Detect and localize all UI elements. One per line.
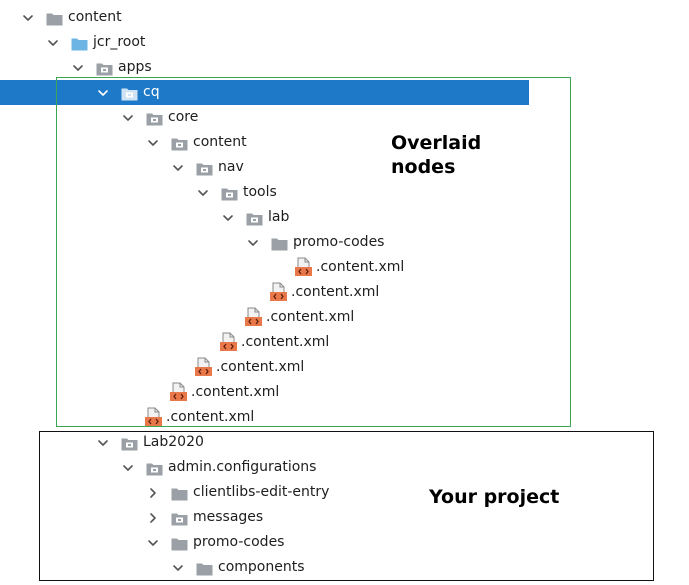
- chevron-down-icon[interactable]: [147, 137, 159, 149]
- tree-row[interactable]: admin.configurations: [0, 455, 689, 480]
- tree-item-label: promo-codes: [193, 534, 285, 550]
- your-project-label: Your project: [429, 486, 560, 508]
- tree-item-label: promo-codes: [293, 234, 385, 250]
- package-folder-icon: [171, 135, 188, 151]
- tree-row[interactable]: apps: [0, 55, 689, 80]
- tree-row[interactable]: jcr_root: [0, 30, 689, 55]
- tree-item-label: tools: [243, 184, 277, 200]
- xml-file-icon: [219, 332, 239, 352]
- chevron-right-icon[interactable]: [147, 512, 159, 524]
- tree-row[interactable]: Lab2020: [0, 430, 689, 455]
- tree-row[interactable]: .content.xml: [0, 405, 689, 430]
- tree-item-label: cq: [143, 84, 160, 100]
- tree-item-label: content: [68, 9, 122, 25]
- tree-row[interactable]: clientlibs-edit-entry: [0, 480, 689, 505]
- package-folder-icon: [221, 185, 238, 201]
- folder-icon: [46, 10, 63, 26]
- chevron-down-icon[interactable]: [47, 37, 59, 49]
- package-folder-icon: [196, 160, 213, 176]
- package-folder-icon: [246, 210, 263, 226]
- tree-row[interactable]: .content.xml: [0, 305, 689, 330]
- tree-row[interactable]: .content.xml: [0, 330, 689, 355]
- chevron-right-icon[interactable]: [147, 487, 159, 499]
- tree-item-label: lab: [268, 209, 290, 225]
- tree-row[interactable]: messages: [0, 505, 689, 530]
- tree-item-label: .content.xml: [291, 284, 380, 300]
- tree-row[interactable]: .content.xml: [0, 380, 689, 405]
- xml-file-icon: [194, 357, 214, 377]
- package-folder-icon: [121, 435, 138, 451]
- tree-item-label: .content.xml: [316, 259, 405, 275]
- tree-item-label: core: [168, 109, 199, 125]
- tree-item-label: admin.configurations: [168, 459, 317, 475]
- xml-file-icon: [144, 407, 164, 427]
- chevron-down-icon[interactable]: [197, 187, 209, 199]
- overlaid-nodes-label: Overlaid nodes: [391, 132, 482, 178]
- tree-row[interactable]: content: [0, 130, 689, 155]
- chevron-down-icon[interactable]: [147, 537, 159, 549]
- tree-item-label: content: [193, 134, 247, 150]
- chevron-down-icon[interactable]: [122, 462, 134, 474]
- tree-row[interactable]: promo-codes: [0, 230, 689, 255]
- xml-file-icon: [244, 307, 264, 327]
- chevron-down-icon[interactable]: [247, 237, 259, 249]
- package-folder-icon: [96, 60, 113, 76]
- folder-icon: [171, 535, 188, 551]
- package-folder-icon: [146, 110, 163, 126]
- chevron-down-icon[interactable]: [72, 62, 84, 74]
- tree-item-label: .content.xml: [266, 309, 355, 325]
- chevron-down-icon[interactable]: [172, 162, 184, 174]
- chevron-down-icon[interactable]: [122, 112, 134, 124]
- tree-item-label: nav: [218, 159, 244, 175]
- tree-row[interactable]: promo-codes: [0, 530, 689, 555]
- chevron-down-icon[interactable]: [222, 212, 234, 224]
- tree-item-label: jcr_root: [93, 34, 146, 50]
- folder-icon: [271, 235, 288, 251]
- package-folder-icon: [146, 460, 163, 476]
- tree-item-label: .content.xml: [166, 409, 255, 425]
- tree-item-label: .content.xml: [216, 359, 305, 375]
- xml-file-icon: [269, 282, 289, 302]
- package-folder-icon: [171, 510, 188, 526]
- xml-file-icon: [294, 257, 314, 277]
- tree-row[interactable]: .content.xml: [0, 280, 689, 305]
- tree-item-label: Lab2020: [143, 434, 204, 450]
- package-folder-icon: [121, 85, 138, 101]
- tree-row[interactable]: cq: [0, 80, 529, 105]
- tree-row[interactable]: .content.xml: [0, 255, 689, 280]
- tree-item-label: .content.xml: [241, 334, 330, 350]
- tree-row[interactable]: content: [0, 5, 689, 30]
- root-folder-icon: [71, 35, 88, 51]
- tree-item-label: .content.xml: [191, 384, 280, 400]
- tree-item-label: apps: [118, 59, 152, 75]
- chevron-down-icon[interactable]: [97, 437, 109, 449]
- tree-row[interactable]: lab: [0, 205, 689, 230]
- tree-row[interactable]: .content.xml: [0, 355, 689, 380]
- tree-row[interactable]: core: [0, 105, 689, 130]
- tree-row[interactable]: nav: [0, 155, 689, 180]
- folder-icon: [196, 560, 213, 576]
- tree-row[interactable]: tools: [0, 180, 689, 205]
- xml-file-icon: [169, 382, 189, 402]
- tree-item-label: clientlibs-edit-entry: [193, 484, 330, 500]
- folder-icon: [171, 485, 188, 501]
- chevron-down-icon[interactable]: [97, 87, 109, 99]
- chevron-down-icon[interactable]: [172, 562, 184, 574]
- tree-item-label: messages: [193, 509, 264, 525]
- chevron-down-icon[interactable]: [22, 12, 34, 24]
